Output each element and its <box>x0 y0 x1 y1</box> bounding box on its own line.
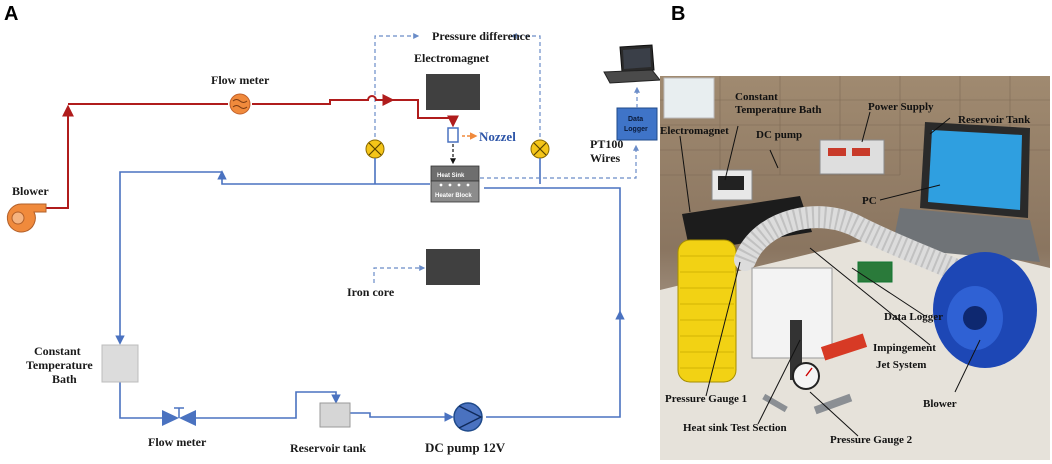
photo-label-impingement-line1: Impingement <box>873 342 936 354</box>
photo-label-data-logger: Data Logger <box>884 311 943 323</box>
data-logger-box <box>616 107 658 141</box>
nozzle-label: Nozzel <box>479 129 516 144</box>
flow-meter-bottom-label: Flow meter <box>148 435 207 449</box>
photo-label-reservoir-tank: Reservoir Tank <box>958 114 1031 126</box>
photo-label-constant-line1: Constant <box>735 91 778 103</box>
pt100-label-line2: Wires <box>590 151 621 165</box>
photo-label-pc: PC <box>862 195 877 207</box>
photo-label-impingement-line2: Jet System <box>876 359 926 371</box>
flow-meter-bottom-icon <box>162 407 196 426</box>
photo-label-dc-pump: DC pump <box>756 129 802 141</box>
electromagnet-block <box>426 74 480 110</box>
photo-label-heat-sink-test-section: Heat sink Test Section <box>683 422 787 434</box>
heat-sink-assembly <box>430 165 480 203</box>
laptop-icon <box>603 44 661 84</box>
panel-label-b: B <box>671 3 685 25</box>
photo-label-electromagnet: Electromagnet <box>660 125 729 137</box>
setup-photo <box>660 76 1050 460</box>
flow-meter-top-icon <box>229 93 251 115</box>
photo-label-pressure-gauge-2: Pressure Gauge 2 <box>830 434 913 446</box>
constant-temperature-bath-box <box>101 344 139 383</box>
photo-label-pressure-gauge-1: Pressure Gauge 1 <box>665 393 747 405</box>
pt100-label-line1: PT100 <box>590 137 623 151</box>
water-loop <box>115 158 625 422</box>
air-line <box>46 94 459 209</box>
photo-label-power-supply: Power Supply <box>868 101 934 113</box>
photo-label-constant-line2: Temperature Bath <box>735 104 821 116</box>
ctb-label-line1: Constant <box>34 344 81 358</box>
reservoir-tank-box <box>319 402 351 428</box>
ctb-label-line2: Temperature <box>26 358 93 372</box>
electromagnet-label: Electromagnet <box>414 51 489 65</box>
reservoir-tank-label: Reservoir tank <box>290 441 366 455</box>
photo-label-blower: Blower <box>923 398 957 410</box>
iron-core-block <box>426 249 480 285</box>
iron-core-label: Iron core <box>347 285 395 299</box>
nozzle-icon <box>447 127 459 143</box>
pressure-gauge-left-icon <box>365 139 385 159</box>
pressure-gauge-right-icon <box>530 139 550 159</box>
panel-label-a: A <box>4 3 18 25</box>
data-logger-label-line1: Data <box>628 116 643 123</box>
flow-meter-top-label: Flow meter <box>211 73 270 87</box>
pressure-difference-label: Pressure difference <box>432 29 531 43</box>
blower-icon <box>6 203 47 233</box>
dc-pump-icon <box>453 402 483 432</box>
ctb-label-line3: Bath <box>52 372 77 386</box>
pt100-wire <box>480 144 639 179</box>
blower-label: Blower <box>12 184 49 198</box>
heater-block-label: Heater Block <box>435 193 472 199</box>
heat-sink-label: Heat Sink <box>437 173 465 179</box>
data-logger-label-line2: Logger <box>624 126 648 133</box>
pressure-difference-lines <box>374 33 541 158</box>
dc-pump-label: DC pump 12V <box>425 440 506 455</box>
photo-leader-lines <box>679 111 981 437</box>
